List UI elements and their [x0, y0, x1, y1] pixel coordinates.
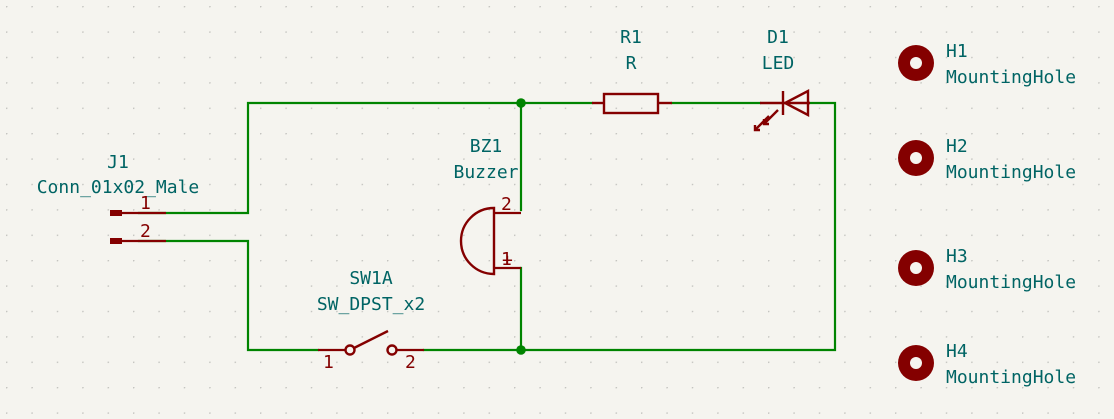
h3-reference: H3 — [946, 246, 968, 267]
junction-dot-top — [516, 98, 526, 108]
wire-j1-pin1-to-top[interactable] — [137, 101, 523, 215]
junction-dot-bottom — [516, 345, 526, 355]
sw1a-value: SW_DPST_x2 — [317, 294, 425, 315]
mounting-hole-h1[interactable]: H1 MountingHole — [898, 41, 1076, 88]
d1-value: LED — [762, 53, 795, 74]
r1-reference: R1 — [620, 27, 642, 48]
h1-value: MountingHole — [946, 67, 1076, 88]
j1-pin2-number: 2 — [140, 221, 151, 242]
sw1a-reference: SW1A — [349, 268, 393, 289]
sw1a-pin1-number: 1 — [323, 352, 334, 373]
j1-value: Conn_01x02_Male — [37, 177, 200, 198]
h3-drill-hole — [910, 262, 922, 274]
bz1-value: Buzzer — [453, 162, 518, 183]
h2-drill-hole — [910, 152, 922, 164]
d1-light-arrows — [753, 109, 779, 132]
r1-value: R — [626, 53, 637, 74]
connector-j1[interactable]: J1 Conn_01x02_Male 1 2 — [37, 152, 200, 244]
j1-pin1-stub — [110, 210, 122, 216]
sw1a-contact-left — [344, 344, 356, 356]
h4-drill-hole — [910, 357, 922, 369]
bz1-plus-sign: + — [502, 250, 513, 271]
resistor-r1[interactable]: R1 R — [592, 27, 672, 115]
h3-value: MountingHole — [946, 272, 1076, 293]
wire-j1-pin2-to-switch[interactable] — [137, 239, 320, 352]
bz1-pin1-number: 1 — [501, 249, 512, 270]
h4-reference: H4 — [946, 341, 968, 362]
h2-value: MountingHole — [946, 162, 1076, 183]
j1-pin2-stub — [110, 238, 122, 244]
sw1a-pin2-number: 2 — [405, 352, 416, 373]
bz1-reference: BZ1 — [470, 136, 503, 157]
mounting-hole-h2[interactable]: H2 MountingHole — [898, 136, 1076, 183]
sw1a-contact-right — [386, 344, 398, 356]
wire-d1-to-right-return[interactable] — [519, 101, 837, 352]
h2-reference: H2 — [946, 136, 968, 157]
switch-sw1a[interactable]: SW1A SW_DPST_x2 1 2 — [317, 268, 425, 373]
h4-value: MountingHole — [946, 367, 1076, 388]
mounting-hole-h4[interactable]: H4 MountingHole — [898, 341, 1076, 388]
d1-anode-triangle — [782, 89, 810, 117]
led-d1[interactable]: D1 LED — [753, 27, 810, 132]
j1-reference: J1 — [107, 152, 129, 173]
h1-reference: H1 — [946, 41, 968, 62]
bz1-body — [459, 206, 496, 276]
wires — [137, 98, 837, 355]
d1-reference: D1 — [767, 27, 789, 48]
sw1a-lever — [353, 329, 389, 350]
buzzer-bz1[interactable]: BZ1 Buzzer 2 1 + — [453, 136, 521, 276]
j1-pin1-number: 1 — [140, 193, 151, 214]
h1-drill-hole — [910, 57, 922, 69]
bz1-pin2-number: 2 — [501, 194, 512, 215]
mounting-hole-h3[interactable]: H3 MountingHole — [898, 246, 1076, 293]
